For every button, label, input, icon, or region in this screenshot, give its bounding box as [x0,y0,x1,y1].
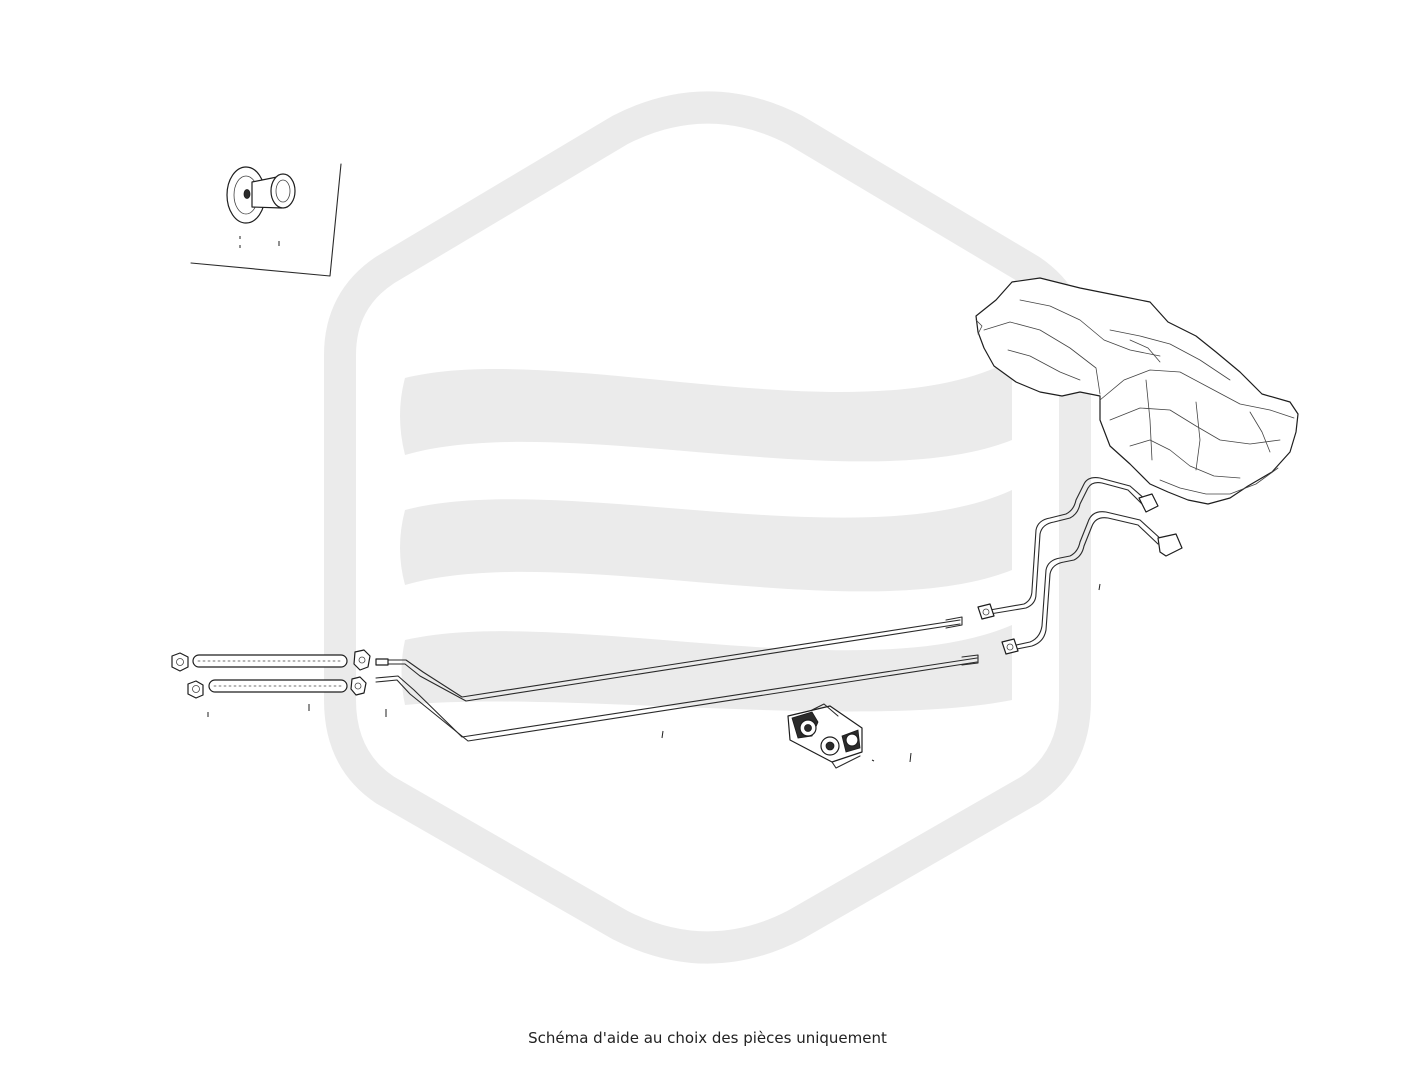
connector-icon [350,676,367,696]
grommet-detail[interactable] [190,163,342,277]
connector-icon [353,649,371,671]
hose-upper[interactable] [171,649,371,672]
hose-icon [208,679,348,693]
watermark-logo [324,91,1091,964]
diagram-caption: Schéma d'aide au choix des pièces unique… [528,1029,887,1047]
clip-icon [787,703,863,769]
connector-icon [171,652,189,672]
pipe-rear-upper[interactable] [977,477,1159,620]
fuel-tank-icon [975,277,1299,505]
watermark-wave-2 [400,490,1012,592]
watermark-hexagon [324,91,1091,964]
inset-frame [190,163,342,277]
fuel-pipe-icon [1001,511,1183,655]
pipe-upper[interactable] [375,616,963,702]
pipe-clip[interactable] [787,703,863,769]
watermark-wave-1 [400,360,1012,462]
fuel-pipe-icon [977,477,1159,620]
fuel-pipe-icon [375,654,979,742]
fuel-tank[interactable] [975,277,1299,505]
pipe-lower[interactable] [375,654,979,742]
connector-icon [187,680,204,699]
fuel-pipe-icon [375,616,963,702]
pipe-rear-lower[interactable] [1001,511,1183,655]
hose-icon [192,654,348,668]
grommet-icon [226,166,296,224]
watermark-wave-3 [401,625,1012,712]
hose-lower[interactable] [187,676,367,699]
